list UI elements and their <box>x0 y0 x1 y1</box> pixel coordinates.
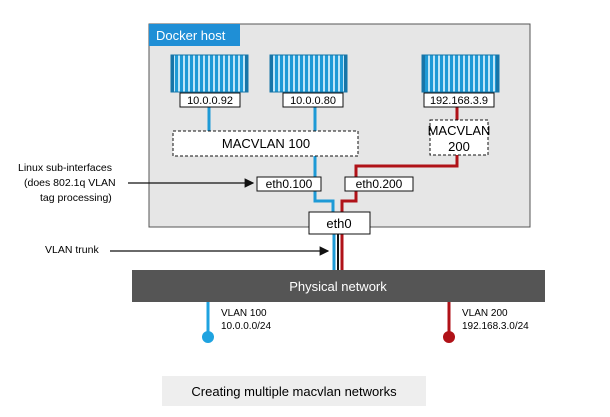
vlan-100-name: VLAN 100 <box>221 308 267 319</box>
macvlan-200-label-line1: MACVLAN <box>428 123 491 138</box>
macvlan-100-box <box>172 130 359 157</box>
subif-annotation-line2: (does 802.1q VLAN <box>24 177 116 189</box>
subif-annotation-line3: tag processing) <box>40 192 112 204</box>
eth0-200-label: eth0.200 <box>356 177 403 191</box>
container-1: 10.0.0.92 <box>170 54 249 108</box>
container-3-cap-left <box>422 55 425 92</box>
container-1-icon <box>170 54 249 93</box>
caption: Creating multiple macvlan networks <box>191 384 397 399</box>
macvlan-200-box <box>429 119 489 156</box>
eth0-200-box <box>344 176 414 192</box>
physical-network-bar <box>132 270 545 302</box>
docker-host-title: Docker host <box>156 28 226 43</box>
container-1-cap-left <box>171 55 174 92</box>
container-2-icon <box>269 54 348 93</box>
link-macvlan200-eth0200 <box>354 155 459 177</box>
link-eth0200-eth0 <box>340 191 358 212</box>
eth0-100-label: eth0.100 <box>266 177 313 191</box>
container-1-ip-box <box>179 92 241 108</box>
eth0-100-box <box>256 176 322 192</box>
eth0-label: eth0 <box>326 216 351 231</box>
subif-annotation-line1: Linux sub-interfaces <box>18 162 112 174</box>
caption-box <box>162 376 426 406</box>
container-3-ip: 192.168.3.9 <box>430 95 488 107</box>
link-eth0100-eth0 <box>313 191 335 212</box>
container-1-ip: 10.0.0.92 <box>187 95 233 107</box>
vlan-100-subnet: 10.0.0.0/24 <box>221 321 271 332</box>
vlan-200-endpoint <box>443 331 455 343</box>
container-3-icon <box>421 54 500 93</box>
container-2-cap-right <box>344 55 347 92</box>
container-3-ip-box <box>423 92 495 108</box>
container-3: 192.168.3.9 <box>421 54 500 108</box>
container-1-cap-right <box>245 55 248 92</box>
eth0-box <box>308 211 371 235</box>
physical-network-label: Physical network <box>289 279 387 294</box>
vlan-200-name: VLAN 200 <box>462 308 508 319</box>
trunk-annotation: VLAN trunk <box>45 244 99 256</box>
container-2-ip-box <box>282 92 344 108</box>
vlan-200-subnet: 192.168.3.0/24 <box>462 321 529 332</box>
vlan-100-endpoint <box>202 331 214 343</box>
container-2-cap-left <box>270 55 273 92</box>
macvlan-200-label-line2: 200 <box>448 139 470 154</box>
container-2: 10.0.0.80 <box>269 54 348 108</box>
container-2-ip: 10.0.0.80 <box>290 95 336 107</box>
docker-host-title-bg <box>149 24 240 46</box>
macvlan-100-label: MACVLAN 100 <box>222 136 310 151</box>
container-3-cap-right <box>496 55 499 92</box>
